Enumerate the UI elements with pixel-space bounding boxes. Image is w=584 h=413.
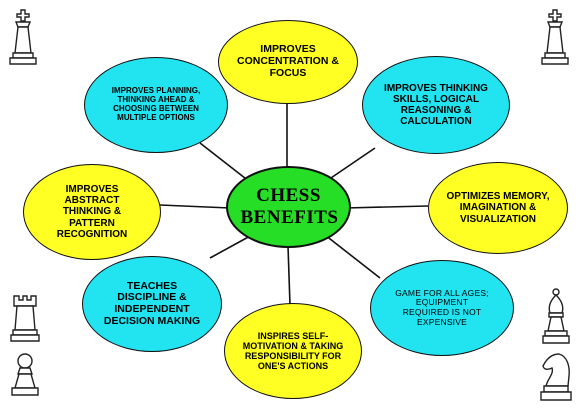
benefit-abstract-thinking: IMPROVES ABSTRACT THINKING & PATTERN REC… (23, 164, 161, 260)
connector-bottom (287, 245, 291, 306)
rook-icon (10, 295, 40, 342)
benefit-all-ages: GAME FOR ALL AGES; EQUIPMENT REQUIRED IS… (370, 260, 514, 356)
benefit-planning: IMPROVES PLANNING, THINKING AHEAD & CHOO… (84, 57, 228, 153)
connector-bottom-right (324, 234, 381, 279)
benefit-concentration: IMPROVES CONCENTRATION & FOCUS (218, 20, 358, 104)
benefit-memory: OPTIMIZES MEMORY, IMAGINATION & VISUALIZ… (428, 162, 568, 254)
center-chess-benefits: CHESS BENEFITS (226, 166, 351, 248)
connector-left (159, 204, 231, 209)
benefit-self-motivation: INSPIRES SELF-MOTIVATION & TAKING RESPON… (224, 303, 362, 399)
connector-top-right (324, 147, 376, 183)
king-icon (9, 9, 37, 65)
connector-right (344, 205, 429, 209)
benefit-discipline: TEACHES DISCIPLINE & INDEPENDENT DECISIO… (82, 256, 222, 352)
knight-icon (540, 353, 572, 401)
benefit-thinking-skills: IMPROVES THINKING SKILLS, LOGICAL REASON… (362, 56, 510, 154)
connector-bottom-left (209, 234, 253, 259)
king-icon (541, 9, 569, 65)
bishop-icon (542, 288, 570, 344)
connector-top-left (199, 142, 251, 183)
pawn-icon (11, 353, 39, 396)
